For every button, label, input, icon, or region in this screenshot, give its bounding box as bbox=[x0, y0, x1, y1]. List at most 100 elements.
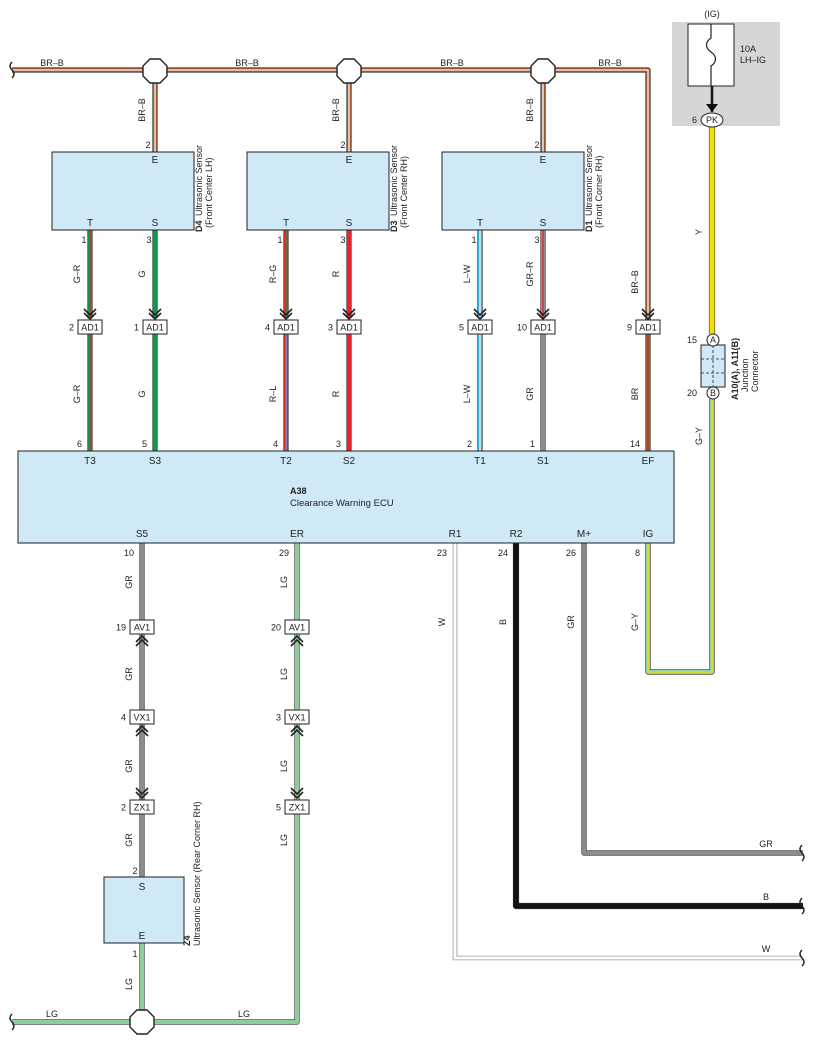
label-d1-t: L–W bbox=[462, 264, 472, 283]
junction-name2: Connector bbox=[750, 350, 760, 392]
label-d3-e: BR–B bbox=[331, 98, 341, 122]
ecu-term-top-4: T1 bbox=[474, 456, 486, 467]
chevron-av1-er bbox=[290, 634, 304, 647]
ecu-pin-bottom-1: 29 bbox=[279, 548, 289, 558]
label-lg-right: LG bbox=[238, 1009, 250, 1019]
conn-zx1-s5-pin: 2 bbox=[121, 803, 126, 813]
sensor-d4-term-t: T bbox=[87, 218, 93, 229]
label-er_a: LG bbox=[279, 576, 289, 588]
conn-ad1-ef-box bbox=[635, 319, 661, 335]
label-bus-a: BR–B bbox=[40, 58, 64, 68]
ecu-pin-top-3: 3 bbox=[336, 439, 341, 449]
splice-bus-1 bbox=[142, 58, 168, 84]
conn-vx1-er-pin: 3 bbox=[276, 713, 281, 723]
label-bus-d: BR–B bbox=[598, 58, 622, 68]
conn-av1-s5-pin: 19 bbox=[116, 623, 126, 633]
label-d4-t: G–R bbox=[72, 264, 82, 283]
chevron-ad1-ef bbox=[641, 308, 655, 321]
label-s5_b: GR bbox=[124, 667, 134, 681]
chevron-ad1-t3 bbox=[83, 308, 97, 321]
label-ecu-ef: BR bbox=[630, 387, 640, 400]
junction-a: A bbox=[710, 335, 716, 345]
chevron-zx1-er bbox=[290, 787, 304, 800]
conn-ad1-t2-label: AD1 bbox=[277, 323, 295, 333]
conn-ad1-t3-box bbox=[77, 319, 103, 335]
label-s5_a: GR bbox=[124, 575, 134, 589]
sensor-d4-pin-e: 2 bbox=[145, 140, 150, 150]
label-ecu-s1: GR bbox=[525, 387, 535, 401]
conn-ad1-t1-box bbox=[467, 319, 493, 335]
sensor-z4-name: Ultrasonic Sensor (Rear Corner RH) bbox=[192, 801, 202, 946]
label-d1-s: GR–R bbox=[525, 261, 535, 287]
label-d4-s: G bbox=[137, 270, 147, 277]
chevron-ad1-s3 bbox=[148, 308, 162, 321]
sensor-d1-pos: (Front Corner RH) bbox=[594, 155, 604, 228]
chevron-ad1-t2 bbox=[279, 308, 293, 321]
wire-r1 bbox=[452, 543, 803, 961]
label-bus-b: BR–B bbox=[235, 58, 259, 68]
label-ig-gy: G–Y bbox=[694, 427, 704, 445]
conn-ad1-s2-box bbox=[336, 319, 362, 335]
wire-ig-gy bbox=[645, 399, 715, 675]
label-r1: W bbox=[437, 617, 447, 626]
label-d4-e: BR–B bbox=[137, 98, 147, 122]
ecu-term-bottom-0: S5 bbox=[136, 529, 149, 540]
junction-name: Junction bbox=[740, 358, 750, 392]
ecu-pin-top-6: 14 bbox=[630, 439, 640, 449]
ecu-pin-bottom-3: 24 bbox=[498, 548, 508, 558]
sensor-d1-id: D1 bbox=[584, 220, 594, 232]
splice-bus-2 bbox=[336, 58, 362, 84]
conn-ad1-ef-pin: 9 bbox=[627, 323, 632, 333]
sensor-d1-term-s: S bbox=[540, 218, 547, 229]
sensor-d3-term-e: E bbox=[346, 155, 353, 166]
sensor-z4-term-s: S bbox=[139, 882, 146, 893]
fuse-conn-label: PK bbox=[706, 115, 718, 125]
label-ef-drop: BR–B bbox=[630, 270, 640, 294]
sensor-d3-pin-t: 1 bbox=[277, 235, 282, 245]
conn-ad1-t3-pin: 2 bbox=[69, 323, 74, 333]
wire-mplus bbox=[581, 543, 803, 856]
label-ecu-t3: G–R bbox=[72, 384, 82, 403]
sensor-d4: E T S 2 1 3 D4 Ultrasonic Sensor (Front … bbox=[51, 140, 214, 245]
ecu-pin-top-0: 6 bbox=[77, 439, 82, 449]
sensor-d1-pin-e: 2 bbox=[534, 140, 539, 150]
label-s5_c: GR bbox=[124, 759, 134, 773]
label-er_c: LG bbox=[279, 760, 289, 772]
chevron-ad1-s1 bbox=[536, 308, 550, 321]
sensor-d4-pin-s: 3 bbox=[146, 235, 151, 245]
sensor-d3-pin-e: 2 bbox=[340, 140, 345, 150]
label-ecu-t1: L–W bbox=[462, 384, 472, 403]
sensor-d1: E T S 2 1 3 D1 Ultrasonic Sensor (Front … bbox=[441, 140, 604, 245]
conn-ad1-s3-label: AD1 bbox=[146, 323, 164, 333]
break-left-bus bbox=[9, 61, 15, 79]
ecu-term-top-1: S3 bbox=[149, 456, 162, 467]
sensor-d4-pin-t: 1 bbox=[81, 235, 86, 245]
ecu-pin-top-1: 5 bbox=[142, 439, 147, 449]
fuse-pin: 6 bbox=[692, 115, 697, 125]
fuse-amp: 10A bbox=[740, 44, 756, 54]
sensor-d3-term-t: T bbox=[283, 218, 289, 229]
splice-lg bbox=[129, 1009, 155, 1035]
ecu-term-top-2: T2 bbox=[280, 456, 292, 467]
sensor-d3-term-s: S bbox=[346, 218, 353, 229]
conn-zx1-s5-label: ZX1 bbox=[134, 803, 151, 813]
sensor-d3-pos: (Front Center RH) bbox=[399, 156, 409, 228]
sensor-d1-pin-t: 1 bbox=[471, 235, 476, 245]
sensor-d3-pin-s: 3 bbox=[340, 235, 345, 245]
break-r1 bbox=[799, 949, 805, 967]
sensor-d3: E T S 2 1 3 D3 Ultrasonic Sensor (Front … bbox=[246, 140, 409, 245]
label-er_d: LG bbox=[279, 834, 289, 846]
label-r2: B bbox=[498, 619, 508, 625]
chevron-vx1-s5 bbox=[135, 724, 149, 737]
junction-b: B bbox=[710, 388, 716, 398]
ecu-term-top-6: EF bbox=[642, 456, 655, 467]
label-d3-t: R–G bbox=[268, 265, 278, 284]
ecu-term-bottom-3: R2 bbox=[510, 529, 523, 540]
fuse-supply-label: (IG) bbox=[704, 9, 720, 19]
ecu-term-bottom-2: R1 bbox=[449, 529, 462, 540]
conn-ad1-s3-pin: 1 bbox=[134, 323, 139, 333]
chevron-av1-s5 bbox=[135, 634, 149, 647]
ecu-a38: A38 Clearance Warning ECU T36S35T24S23T1… bbox=[17, 439, 675, 558]
label-s5_d: GR bbox=[124, 833, 134, 847]
chevron-ad1-s2 bbox=[342, 308, 356, 321]
